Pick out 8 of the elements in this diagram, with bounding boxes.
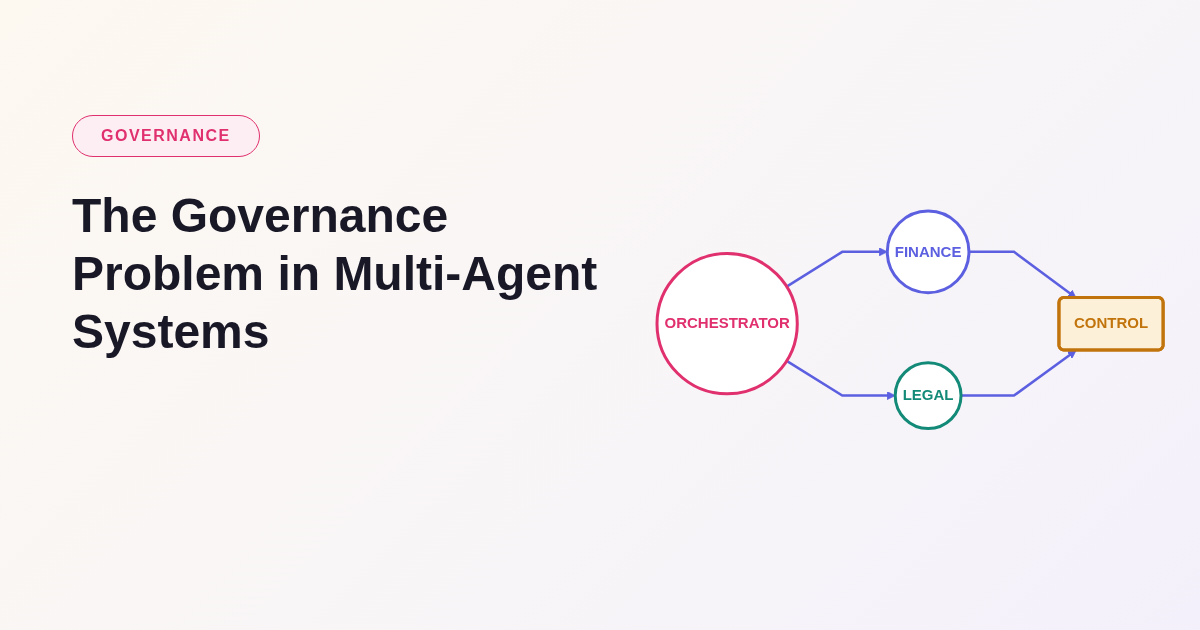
title: The Governance Problem in Multi-Agent Systems	[72, 188, 599, 360]
node-circle: LEGAL	[893, 361, 963, 431]
arrow	[785, 247, 888, 288]
category-tag: GOVERNANCE	[72, 115, 260, 157]
node-circle: FINANCE	[885, 209, 971, 295]
arrow	[785, 360, 896, 401]
node-circle: ORCHESTRATOR	[655, 252, 799, 396]
arrow	[961, 350, 1077, 398]
